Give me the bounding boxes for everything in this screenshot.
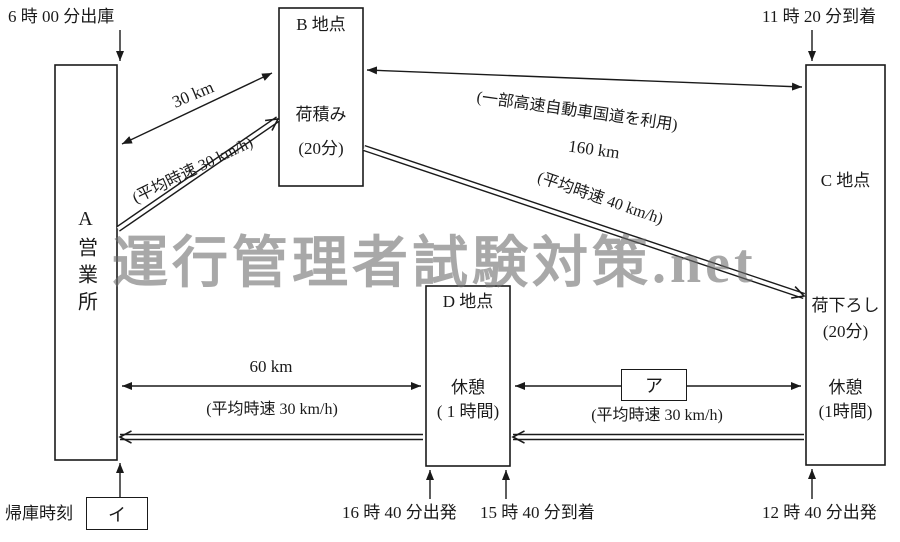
site-watermark: 運行管理者試験対策.net	[112, 233, 757, 295]
station-b-title: B 地点	[296, 15, 346, 34]
station-a-box	[54, 64, 118, 461]
return-time-blank-box: イ	[86, 497, 148, 530]
station-b-task-duration: (20分)	[298, 139, 344, 158]
travel-arrow-cd	[511, 430, 804, 444]
segment-ad-speed: (平均時速 30 km/h)	[206, 401, 338, 418]
segment-dc-speed: (平均時速 30 km/h)	[591, 407, 723, 424]
station-a: A営業所	[55, 65, 117, 460]
station-c-box	[805, 64, 886, 466]
depart-c-time: 12 時 40 分出発	[762, 503, 877, 522]
distance-arrow-ab	[121, 72, 273, 145]
arrive-d-time: 15 時 40 分到着	[480, 503, 595, 522]
station-d-box	[425, 285, 511, 467]
travel-arrow-ab	[116, 116, 280, 232]
depart-d-time: 16 時 40 分出発	[342, 503, 457, 522]
travel-arrow-bc	[362, 144, 806, 300]
station-d-title: D 地点	[442, 292, 494, 311]
travel-arrow-da	[118, 430, 423, 444]
station-c-task: 荷下ろし	[811, 296, 880, 315]
depart-garage-time: 6 時 00 分出庫	[8, 7, 115, 26]
station-d-rest-duration: ( 1 時間)	[436, 402, 500, 421]
return-time-blank-value: イ	[108, 504, 126, 525]
station-c-title: C 地点	[820, 171, 871, 190]
arrive-c-time: 11 時 20 分到着	[762, 7, 877, 26]
station-b-task: 荷積み	[295, 105, 347, 124]
station-b-box	[278, 7, 364, 187]
station-d-rest: 休憩	[451, 378, 485, 397]
return-time-label: 帰庫時刻	[5, 504, 73, 523]
segment-dc-distance-blank-box: ア	[621, 369, 687, 401]
station-c-task-duration: (20分)	[822, 322, 869, 341]
station-c-rest: 休憩	[828, 378, 863, 397]
segment-dc-distance-blank-value: ア	[645, 376, 663, 396]
distance-arrow-bc	[366, 66, 803, 91]
station-c-rest-duration: (1時間)	[818, 402, 873, 421]
station-a-label: A営業所	[74, 207, 97, 318]
segment-ad-distance: 60 km	[249, 357, 293, 376]
